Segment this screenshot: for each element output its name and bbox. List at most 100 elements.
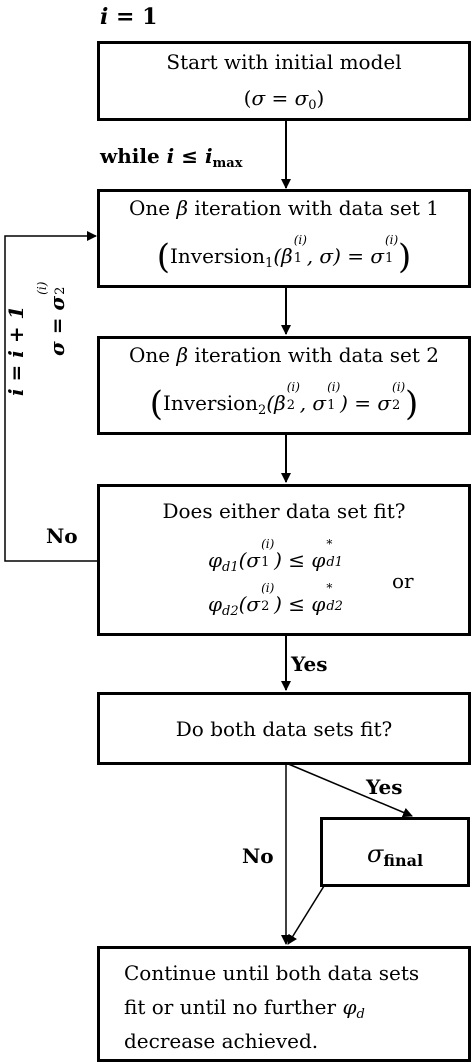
- iter2-title-a: One: [129, 343, 177, 367]
- iter1-sig-subsup: (i)1: [384, 234, 398, 266]
- iter2-title-b: iteration with data set 2: [188, 343, 439, 367]
- iter2-sig2-subsup: (i) 2: [391, 381, 405, 413]
- iter2-beta: β: [176, 343, 189, 367]
- yes-label-both: Yes: [366, 775, 403, 799]
- arrow-both-to-final: [285, 762, 413, 818]
- iter1-inv: Inversion: [169, 244, 266, 268]
- cond2-arg: (σ: [238, 592, 261, 616]
- cond1-rel: ) ≤ φ: [274, 548, 326, 572]
- continue-line2-text: fit or until no further: [124, 995, 343, 1019]
- fit-check-box: Does either data set fit? φd1(σ(i)1) ≤ φ…: [97, 484, 471, 636]
- yes-label-fit: Yes: [291, 652, 328, 676]
- iter2-mid2: ) = σ: [340, 391, 392, 415]
- loop-sigma-sub: 2: [53, 286, 68, 295]
- iter2-sig2-sub: 2: [392, 398, 401, 413]
- iter1-sig-sub: 1: [385, 251, 394, 266]
- cond1-sub: d1: [222, 560, 239, 575]
- iter1-args: (β: [273, 244, 293, 268]
- iter2-beta-subsup: (i) 2: [286, 381, 300, 413]
- start-sigma0: σ: [294, 86, 309, 110]
- iter1-beta: β: [176, 196, 189, 220]
- final-model-box: σfinal: [320, 817, 470, 887]
- iter1-beta-sub: 1: [293, 251, 302, 266]
- loop-update-i: i = i + 1: [4, 305, 28, 396]
- final-label: σfinal: [323, 842, 467, 869]
- iter2-sig1-sup: (i): [327, 380, 341, 394]
- fit-condition-1: φd1(σ(i)1) ≤ φ*d1: [208, 538, 343, 575]
- iter2-mid1: , σ: [299, 391, 327, 415]
- start-sigma: σ: [251, 86, 266, 110]
- cond1-rhs-sub: d1: [326, 555, 343, 570]
- iteration-1-box: One β iteration with data set 1 (Inversi…: [97, 189, 471, 288]
- cond2-rhs-sub: d2: [326, 599, 343, 614]
- while-label: while i ≤ imax: [100, 146, 242, 170]
- loop-sigma-sup: (i): [35, 281, 49, 295]
- start-paren-open: (: [243, 86, 252, 110]
- loop-sigma-text: σ = σ: [45, 295, 69, 356]
- while-var2: i: [204, 144, 213, 168]
- iteration-2-box: One β iteration with data set 2 (Inversi…: [97, 336, 471, 435]
- cond2-rhs-sup: *: [326, 581, 333, 595]
- iteration-2-title: One β iteration with data set 2: [100, 345, 468, 365]
- final-sigma: σ: [366, 840, 384, 868]
- continue-phi: φ: [342, 995, 357, 1019]
- iter1-beta-subsup: (i) 1: [293, 234, 307, 266]
- iter1-title-a: One: [129, 196, 177, 220]
- cond2-phi: φ: [208, 592, 223, 616]
- iter1-title-b: iteration with data set 1: [188, 196, 439, 220]
- init-eq: = 1: [108, 4, 158, 30]
- cond2-arg-sub: 2: [261, 599, 270, 614]
- iter1-inv-sub: 1: [265, 256, 274, 271]
- iteration-1-formula: (Inversion1(β(i)1, σ) = σ(i)1): [100, 234, 468, 277]
- iter2-beta-sup: (i): [286, 380, 300, 394]
- iter1-paren-close: ): [398, 237, 412, 277]
- cond1-rhs-sup: *: [326, 537, 333, 551]
- both-fit-box: Do both data sets fit?: [97, 692, 471, 765]
- start-box: Start with initial model (σ = σ0): [97, 41, 471, 121]
- both-question: Do both data sets fit?: [175, 717, 393, 741]
- fit-or: or: [392, 569, 414, 593]
- start-sub0: 0: [308, 98, 317, 113]
- start-paren-close: ): [316, 86, 325, 110]
- iter2-beta-sub: 2: [286, 398, 295, 413]
- continue-box: Continue until both data sets fit or unt…: [97, 946, 471, 1062]
- cond1-arg-sup: (i): [261, 537, 275, 551]
- no-label-loop: No: [46, 524, 78, 548]
- cond1-arg-subsup: (i)1: [260, 538, 274, 569]
- iter2-paren-close: ): [405, 384, 419, 424]
- iter2-sig2-sup: (i): [392, 380, 406, 394]
- start-box-line2: (σ = σ0): [100, 88, 468, 112]
- while-op: ≤: [174, 144, 205, 168]
- continue-phi-sub: d: [356, 1007, 365, 1022]
- while-sub: max: [212, 156, 243, 171]
- final-sub: final: [383, 851, 424, 870]
- while-text: while: [100, 144, 167, 168]
- loop-back-line: [4, 231, 97, 562]
- cond2-sub: d2: [222, 604, 239, 619]
- iter1-mid: , σ) = σ: [306, 244, 384, 268]
- cond2-arg-sup: (i): [261, 581, 275, 595]
- start-eq: =: [265, 86, 295, 110]
- fit-condition-2: φd2(σ(i)2) ≤ φ*d2: [208, 582, 343, 619]
- start-box-line1: Start with initial model: [166, 50, 402, 74]
- iter1-beta-sup: (i): [293, 233, 307, 247]
- continue-line1: Continue until both data sets: [124, 961, 420, 985]
- no-label-both: No: [242, 844, 274, 868]
- cond2-arg-subsup: (i) 2: [260, 582, 274, 614]
- cond1-phi: φ: [208, 548, 223, 572]
- init-var: i: [100, 4, 109, 30]
- iteration-1-title: One β iteration with data set 1: [100, 198, 468, 218]
- cond1-arg: (σ: [238, 548, 261, 572]
- fit-question: Does either data set fit?: [162, 499, 406, 523]
- loop-update-sigma: σ = σ(i) 2: [35, 282, 69, 356]
- iter2-sig1-subsup: (i) 1: [326, 381, 340, 413]
- loop-sigma-subsup: (i) 2: [35, 282, 68, 296]
- cond2-rhs-subsup: * d2: [325, 582, 343, 613]
- continue-line2: fit or until no further φd: [124, 997, 365, 1021]
- iteration-2-formula: (Inversion2(β(i)2, σ(i)1) = σ(i)2): [100, 381, 468, 424]
- iter2-sig1-sub: 1: [327, 398, 336, 413]
- iter2-inv-sub: 2: [258, 403, 267, 418]
- iter2-inv: Inversion: [162, 391, 259, 415]
- init-label: i = 1: [100, 6, 157, 29]
